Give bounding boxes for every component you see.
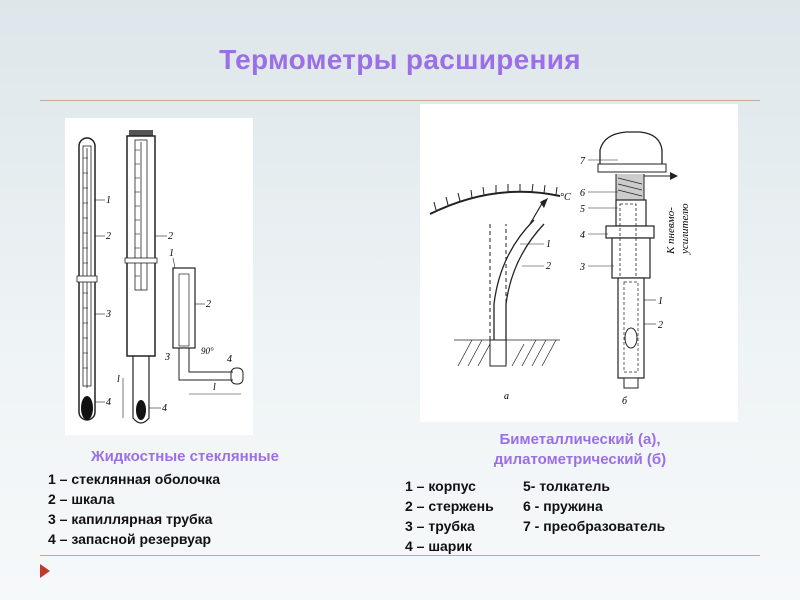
fig-left-label-4b: 4	[162, 403, 167, 414]
liquid-thermometer-figure: 1 2 3 4 2 4 1 2 3 90° 4	[65, 118, 253, 435]
bimetal-caption-line1: Биметаллический (а),	[499, 431, 661, 448]
next-slide-arrow-icon[interactable]	[40, 564, 50, 578]
liquid-legend-item-2: 2 – шкала	[48, 491, 115, 507]
fig-left-length-b: l	[117, 374, 120, 385]
fig-right-pneumo-line2: усилителю	[679, 203, 691, 255]
fig-left-label-4: 4	[106, 397, 111, 408]
bimetal-legend: 1 – корпус 5- толкатель 2 – стержень 6 -…	[405, 476, 665, 556]
fig-left-length: l	[213, 382, 216, 393]
liquid-legend-item-3: 3 – капиллярная трубка	[48, 511, 213, 527]
fig-right-a-label-2: 2	[546, 261, 551, 272]
bimetal-legend-item: 1 – корпус	[405, 478, 476, 494]
fig-right-b-label-3: 3	[579, 262, 585, 273]
fig-right-b-label-6: 6	[580, 188, 585, 199]
fig-right-b-label-4: 4	[580, 230, 585, 241]
fig-left-label-3: 3	[105, 309, 111, 320]
fig-left-label-1: 1	[106, 195, 111, 206]
bimetal-legend-item: 5- толкатель	[523, 478, 611, 494]
fig-right-b-label-2: 2	[658, 320, 663, 331]
bimetal-legend-item: 6 - пружина	[523, 498, 603, 514]
fig-right-pneumo-line1: К пневмо-	[665, 207, 677, 255]
fig-left-angle: 90°	[201, 346, 214, 356]
bimetal-dilatometer-figure: °С 1 2 а	[420, 104, 738, 422]
divider-bottom	[40, 555, 760, 556]
page-title: Термометры расширения	[219, 44, 581, 75]
fig-left-label-4c: 4	[227, 354, 232, 365]
bimetal-dilatometer-drawing: °С 1 2 а	[429, 131, 691, 407]
liquid-thermometer-drawing: 1 2 3 4 2 4 1 2 3 90° 4	[76, 130, 244, 424]
fig-right-a-caption: а	[504, 391, 509, 402]
liquid-legend: 1 – стеклянная оболочка 2 – шкала 3 – ка…	[48, 469, 220, 549]
liquid-legend-item-1: 1 – стеклянная оболочка	[48, 471, 221, 487]
fig-left-label-1b: 1	[169, 248, 174, 259]
fig-left-label-2c: 2	[206, 299, 211, 310]
fig-right-b-caption: б	[622, 396, 628, 407]
liquid-legend-item-4: 4 – запасной резервуар	[48, 531, 212, 547]
bimetal-legend-item: 2 – стержень	[405, 498, 494, 514]
bimetal-caption: Биметаллический (а), дилатометрический (…	[440, 430, 720, 470]
bimetal-legend-item: 3 – трубка	[405, 518, 475, 534]
divider-top	[40, 100, 760, 101]
fig-left-label-3b: 3	[164, 352, 170, 363]
bimetal-legend-item	[523, 536, 665, 556]
liquid-caption: Жидкостные стеклянные	[91, 448, 279, 465]
fig-right-b-label-1: 1	[658, 296, 663, 307]
fig-right-unit: °С	[560, 192, 571, 203]
bimetal-caption-line2: дилатометрический (б)	[493, 451, 667, 468]
fig-left-label-2: 2	[106, 231, 111, 242]
fig-right-a-label-1: 1	[546, 239, 551, 250]
bimetal-legend-item: 4 – шарик	[405, 538, 472, 554]
fig-right-b-label-7: 7	[580, 156, 586, 167]
fig-left-label-2b: 2	[168, 231, 173, 242]
bimetal-legend-item: 7 - преобразователь	[523, 518, 666, 534]
fig-right-b-label-5: 5	[580, 204, 585, 215]
